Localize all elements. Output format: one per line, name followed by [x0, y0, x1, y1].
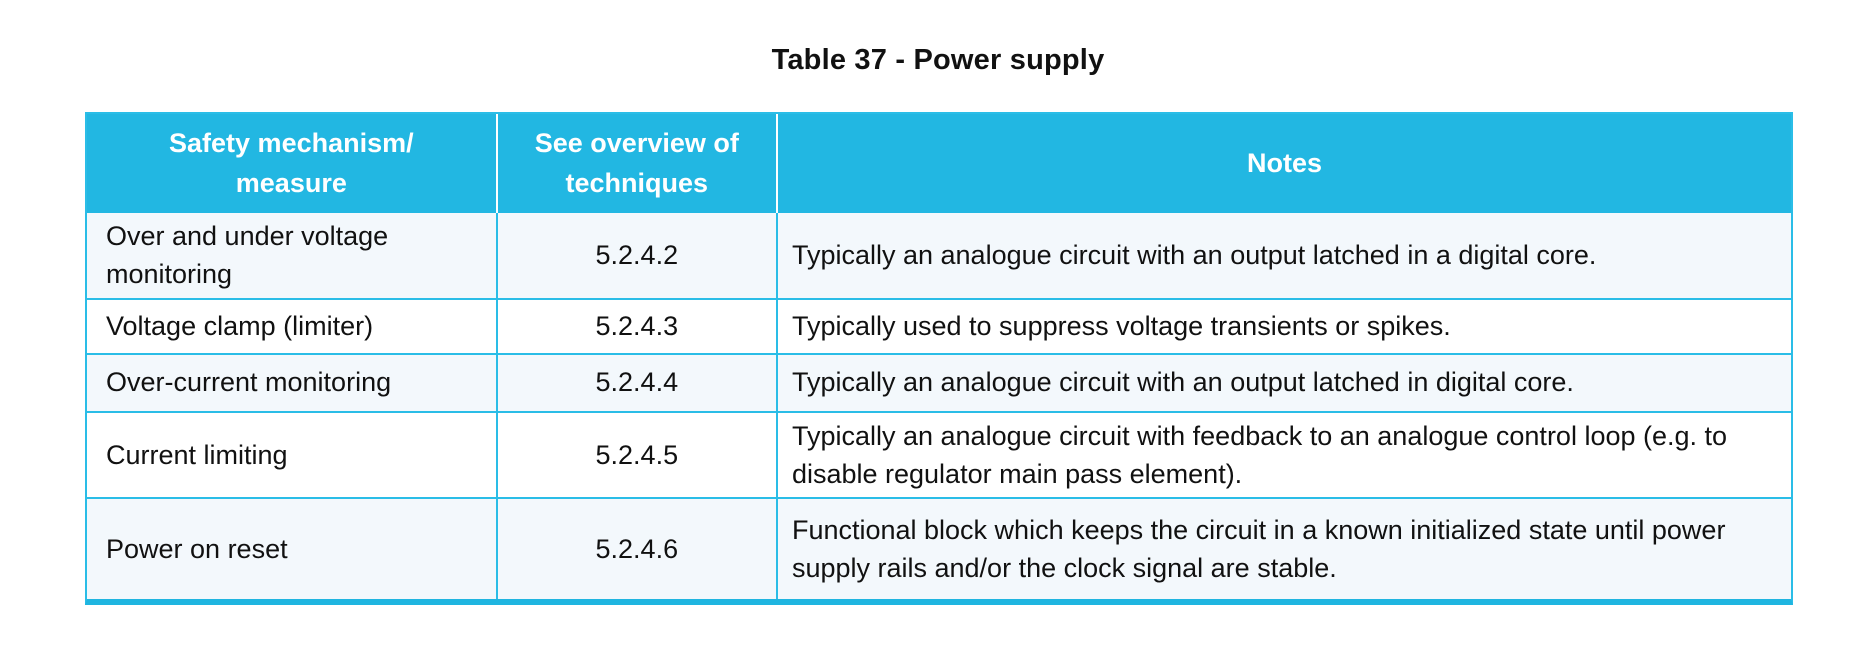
cell-notes: Typically used to suppress voltage trans… — [777, 299, 1791, 355]
col-header-notes: Notes — [777, 114, 1791, 213]
table-row: Over and under voltage monitoring 5.2.4.… — [87, 213, 1791, 300]
table-row: Power on reset 5.2.4.6 Functional block … — [87, 499, 1791, 600]
cell-mechanism: Over and under voltage monitoring — [87, 213, 498, 300]
table-row: Voltage clamp (limiter) 5.2.4.3 Typicall… — [87, 299, 1791, 355]
cell-technique-ref: 5.2.4.6 — [497, 499, 778, 600]
cell-mechanism: Current limiting — [87, 412, 498, 500]
cell-technique-ref: 5.2.4.3 — [497, 299, 778, 355]
cell-mechanism: Power on reset — [87, 499, 498, 600]
header-row: Safety mechanism/ measure See overview o… — [87, 114, 1791, 213]
cell-notes: Functional block which keeps the circuit… — [777, 499, 1791, 600]
power-supply-table: Safety mechanism/ measure See overview o… — [85, 112, 1793, 606]
cell-notes: Typically an analogue circuit with an ou… — [777, 354, 1791, 413]
col-header-safety-mechanism: Safety mechanism/ measure — [87, 114, 498, 213]
col-header-see-overview: See overview of techniques — [497, 114, 778, 213]
cell-notes: Typically an analogue circuit with an ou… — [777, 213, 1791, 300]
table-row: Over-current monitoring 5.2.4.4 Typicall… — [87, 354, 1791, 413]
table-row: Current limiting 5.2.4.5 Typically an an… — [87, 412, 1791, 500]
cell-notes: Typically an analogue circuit with feedb… — [777, 412, 1791, 500]
cell-mechanism: Voltage clamp (limiter) — [87, 299, 498, 355]
cell-mechanism: Over-current monitoring — [87, 354, 498, 413]
cell-technique-ref: 5.2.4.4 — [497, 354, 778, 413]
cell-technique-ref: 5.2.4.2 — [497, 213, 778, 300]
cell-technique-ref: 5.2.4.5 — [497, 412, 778, 500]
table-caption: Table 37 - Power supply — [771, 44, 1105, 76]
table-body: Over and under voltage monitoring 5.2.4.… — [87, 213, 1791, 600]
